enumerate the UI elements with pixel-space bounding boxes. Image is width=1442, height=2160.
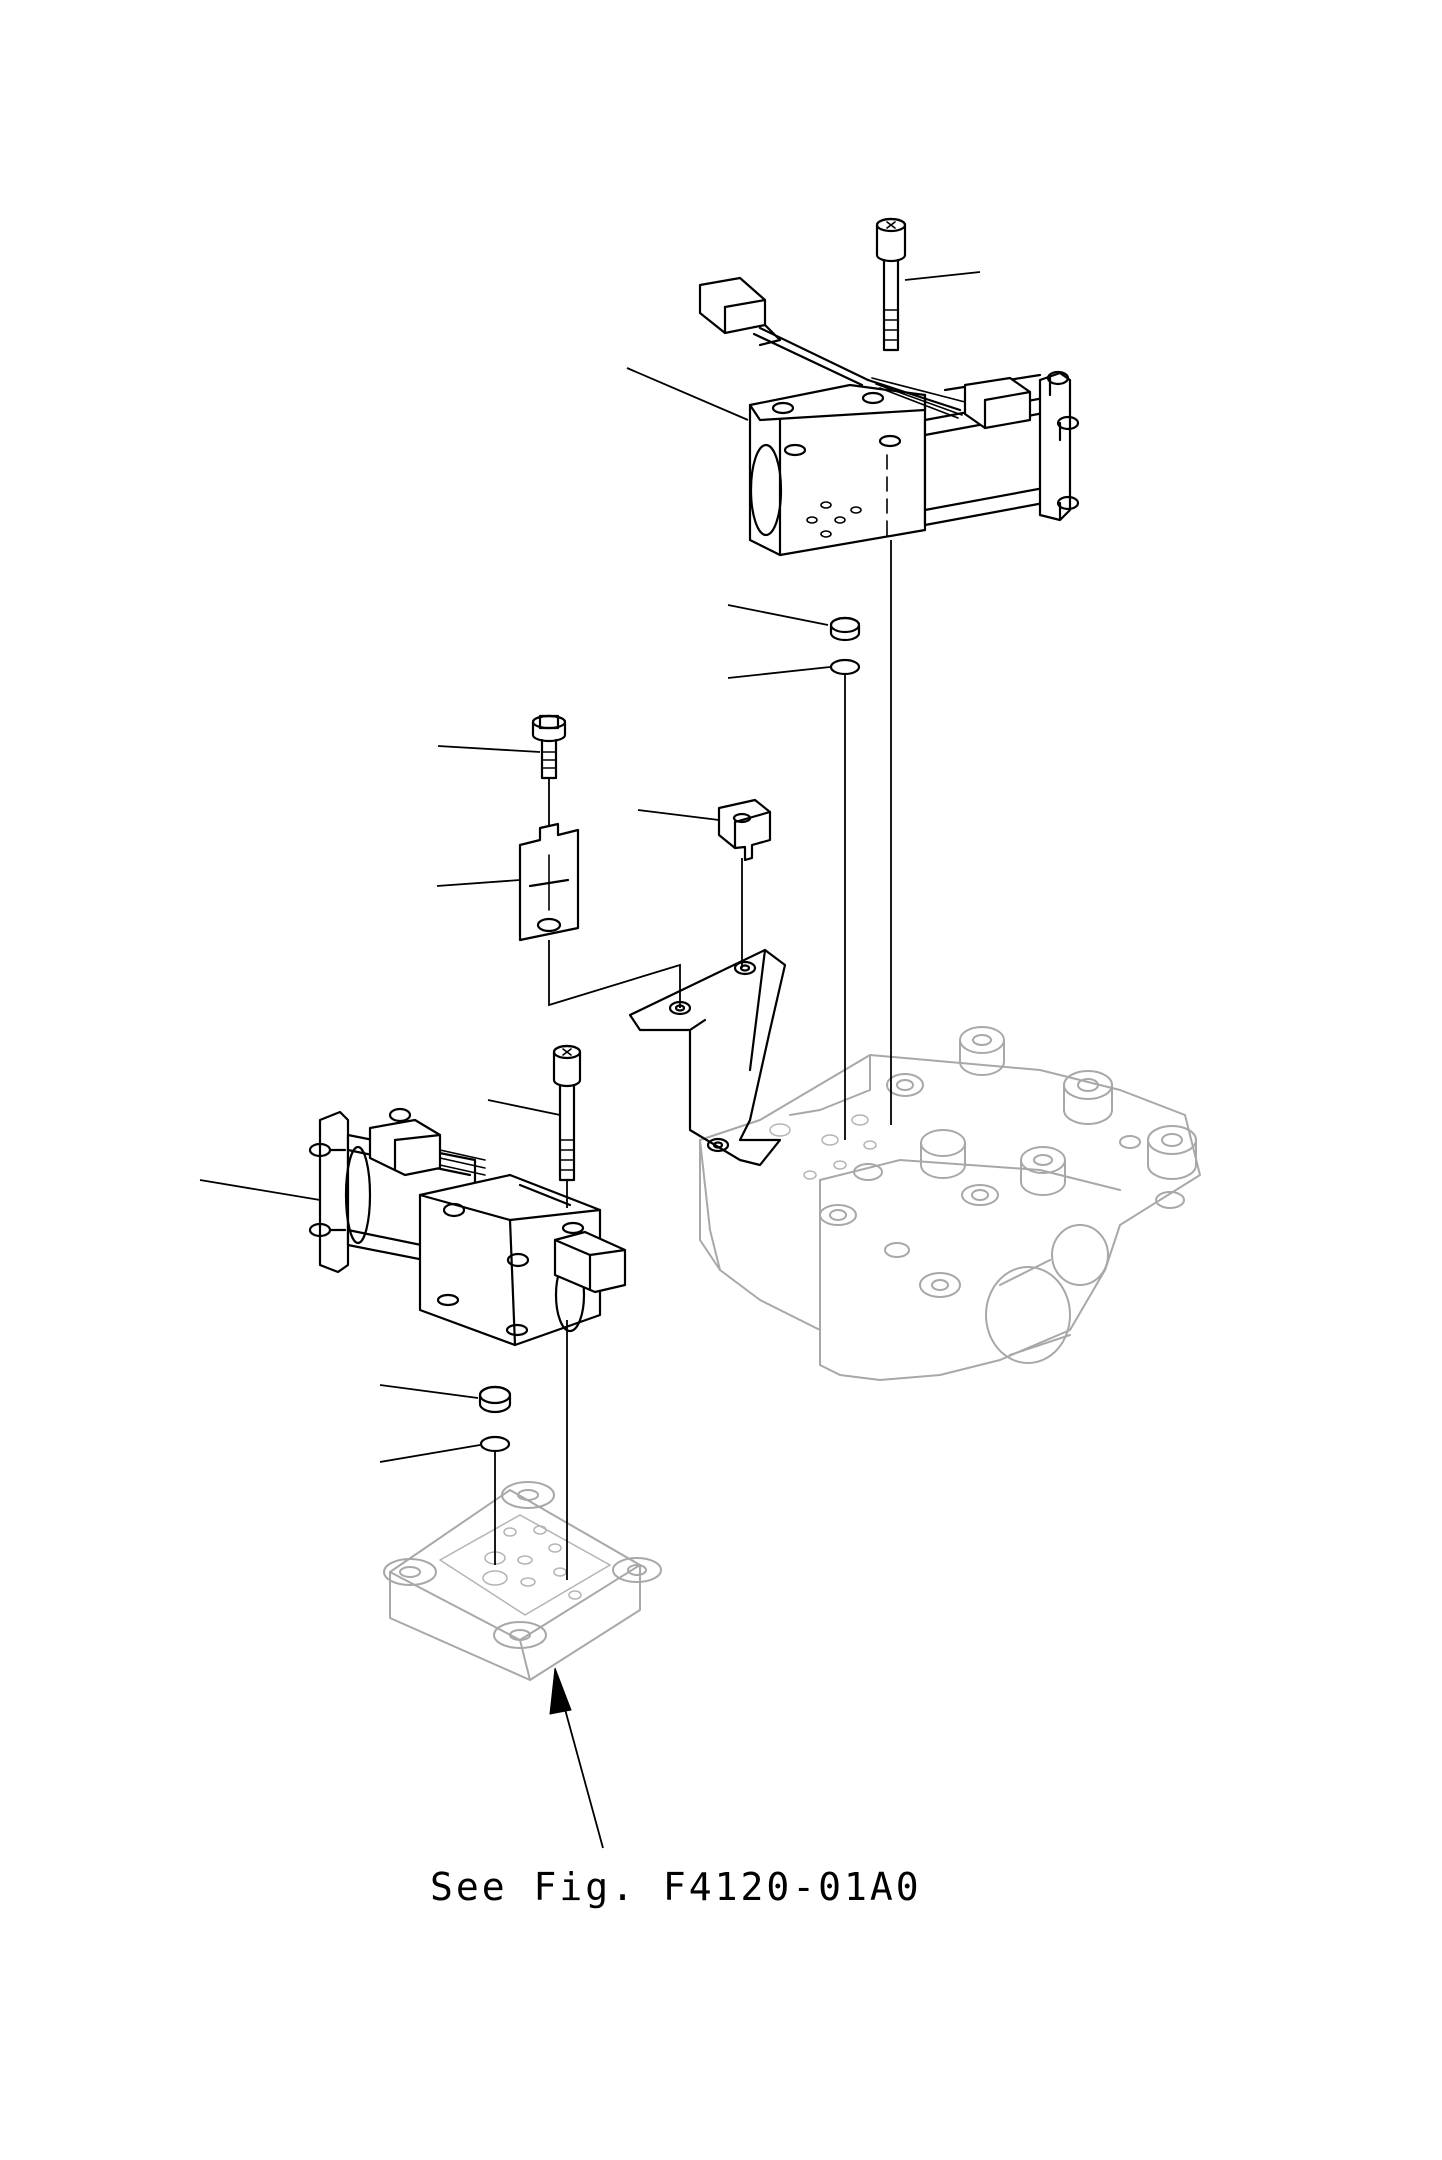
valve-body-ghost — [699, 1026, 1201, 1381]
center-lines — [494, 540, 892, 1580]
lower-o-ring — [479, 1435, 511, 1453]
upper-cap-screw — [875, 217, 907, 352]
reference-caption: See Fig. F4120-01A0 — [430, 1865, 922, 1909]
arrow-up-icon — [549, 1667, 604, 1849]
lower-plug — [478, 1385, 512, 1414]
spacer-clip — [717, 798, 772, 862]
lower-solenoid-valve — [308, 1107, 627, 1347]
callout-leaders — [199, 271, 981, 1463]
clamp-plate — [518, 822, 580, 942]
bracket-plate — [628, 948, 787, 1167]
base-plate-ghost — [383, 1481, 662, 1681]
upper-plug — [829, 616, 861, 642]
flange-bolt — [531, 714, 567, 780]
upper-o-ring — [829, 658, 861, 676]
lower-cap-screw — [552, 1044, 582, 1182]
upper-solenoid-valve — [698, 276, 1080, 557]
